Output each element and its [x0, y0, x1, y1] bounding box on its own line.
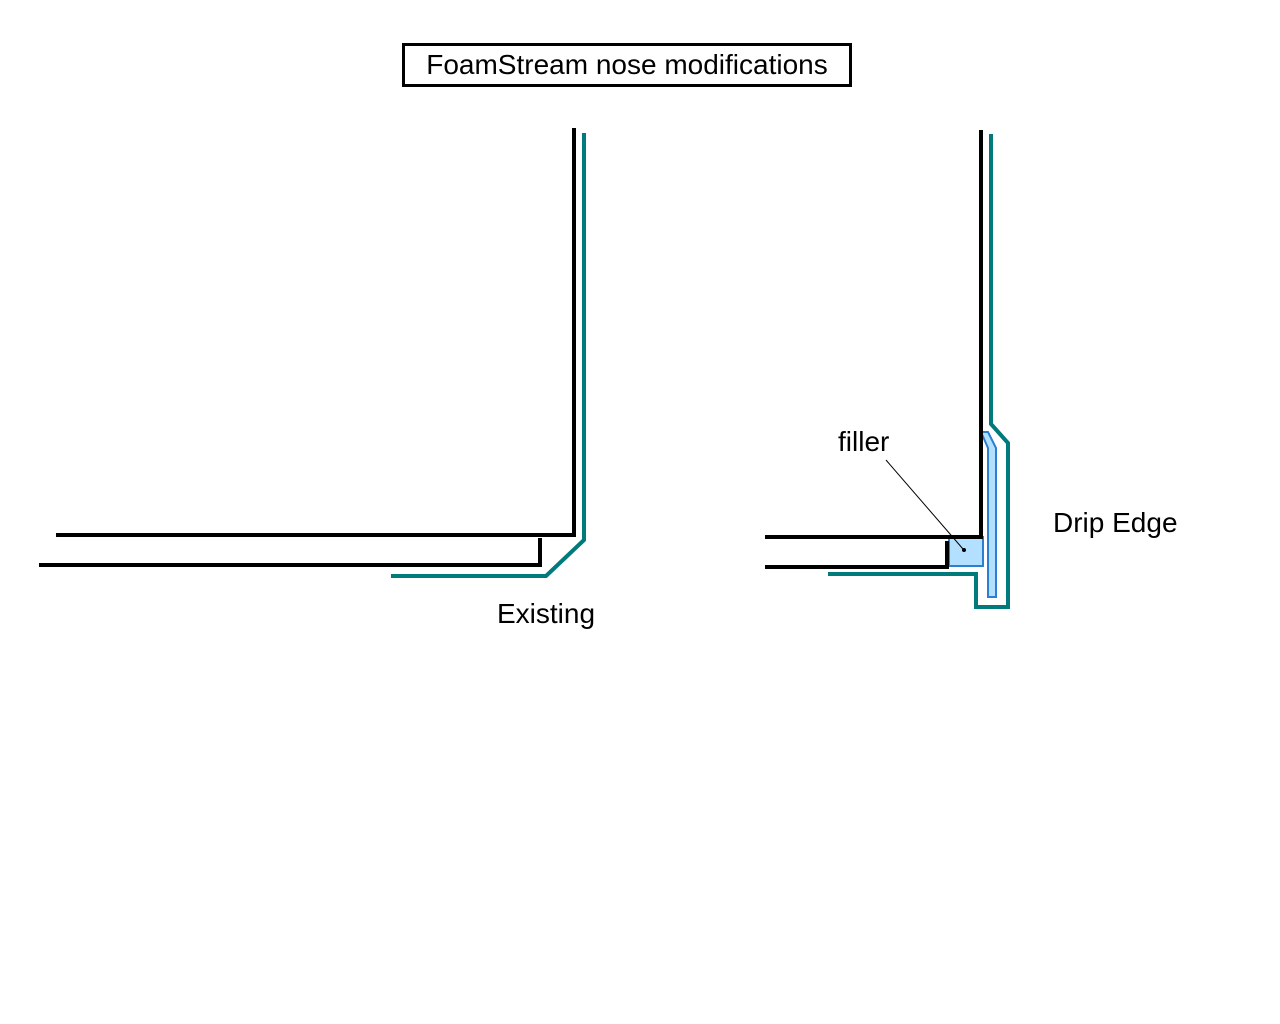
- drip-edge-insert: [979, 431, 997, 598]
- existing-nose-detail: [39, 128, 586, 578]
- existing-panel-line: [39, 538, 542, 567]
- filler-block: [948, 536, 984, 567]
- modified-wall-line: [765, 130, 983, 539]
- filler-label: filler: [838, 426, 890, 457]
- diagram-title: FoamStream nose modifications: [402, 43, 852, 87]
- drip-edge-label: Drip Edge: [1053, 507, 1178, 538]
- filler-leader-dot: [962, 548, 966, 552]
- modified-coating-line: [828, 134, 1010, 609]
- existing-wall-line: [56, 128, 576, 537]
- modified-panel-line: [765, 541, 949, 569]
- existing-coating-line: [391, 133, 586, 578]
- filler-leader-line: [885, 459, 964, 550]
- modified-nose-detail: [765, 130, 1010, 609]
- existing-label: Existing: [497, 598, 596, 629]
